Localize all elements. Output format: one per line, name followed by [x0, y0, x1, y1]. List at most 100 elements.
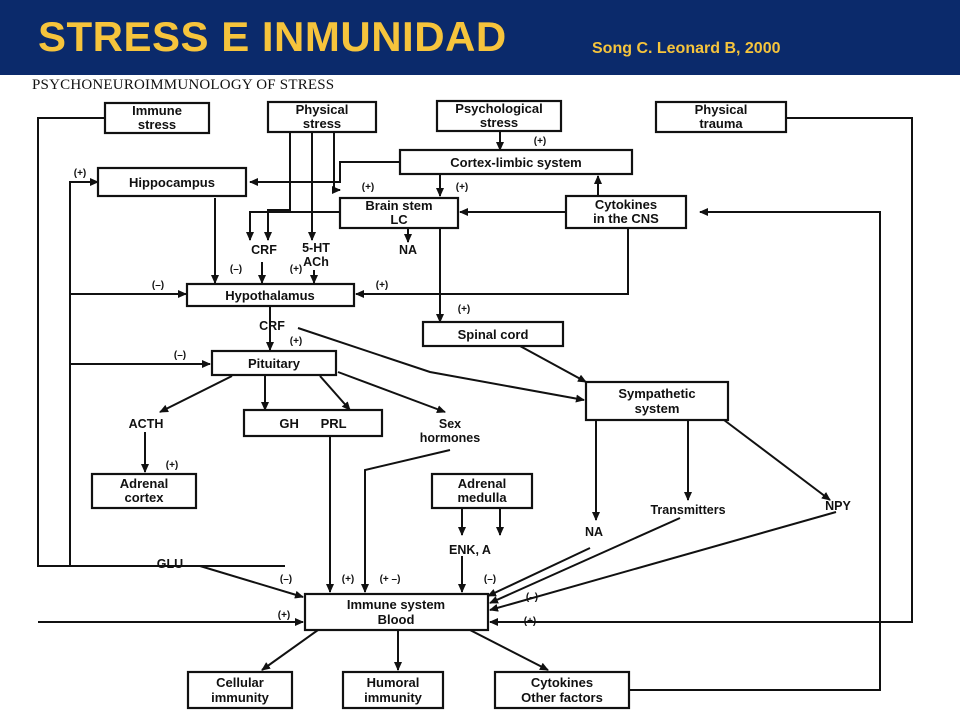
node-immune-blood-line1: Immune system	[347, 597, 445, 612]
node-cytokines-cns-line2: in the CNS	[593, 211, 659, 226]
sign-plus-brainstem-left: (+)	[362, 182, 375, 193]
node-adrenal-cortex-line2: cortex	[124, 490, 164, 505]
node-brain-stem: Brain stem LC	[338, 196, 460, 230]
edge-pituitary-to-prl	[319, 375, 351, 411]
label-acth: ACTH	[129, 417, 164, 431]
node-pituitary: Pituitary	[210, 349, 338, 377]
node-sympathetic: Sympathetic system	[584, 380, 730, 422]
edge-cytokines-to-hypothalamus	[355, 228, 629, 298]
node-brain-stem-line2: LC	[390, 212, 408, 227]
edge-cortex-to-hippocampus	[249, 161, 400, 186]
node-cytokines-other-line2: Other factors	[521, 690, 603, 705]
label-5ht: 5-HT	[302, 241, 330, 255]
node-adrenal-medulla-line2: medulla	[457, 490, 507, 505]
edges	[37, 117, 913, 691]
node-brain-stem-line1: Brain stem	[365, 198, 432, 213]
sign-minus-enk: (–)	[484, 574, 496, 585]
citation: Song C. Leonard B, 2000	[592, 40, 781, 57]
sign-plus-spinal: (+)	[458, 304, 471, 315]
label-hormones: hormones	[420, 431, 480, 445]
sign-plus-hypothalamus: (+)	[290, 264, 303, 275]
edge-pituitary-to-acth	[159, 375, 233, 413]
node-cytokines-cns-line1: Cytokines	[595, 197, 657, 212]
edge-brainstem-left	[246, 211, 340, 241]
node-cortex-limbic-label: Cortex-limbic system	[450, 155, 582, 170]
node-immune-stress: Immune stress	[103, 101, 211, 135]
node-adrenal-medulla: Adrenal medulla	[430, 472, 534, 510]
edge-trauma-to-immune	[489, 117, 913, 626]
label-crf-mid: CRF	[259, 319, 285, 333]
edge-npy-to-immune	[489, 511, 837, 612]
sign-minus-feedback-pituitary: (–)	[174, 350, 186, 361]
node-psychological-stress: Psychological stress	[435, 99, 563, 133]
node-hippocampus-label: Hippocampus	[129, 175, 215, 190]
node-gh-prl: GH PRL	[242, 408, 384, 438]
node-cytokines-cns: Cytokines in the CNS	[564, 194, 688, 230]
edge-physical-to-crf	[264, 132, 291, 241]
label-na-top: NA	[399, 243, 417, 257]
sign-plus-psych: (+)	[534, 136, 547, 147]
node-physical-stress-line2: stress	[303, 116, 341, 131]
node-spinal-cord-label: Spinal cord	[458, 327, 529, 342]
sign-minus-feedback-hypothalamus: (–)	[152, 280, 164, 291]
node-immune-stress-line1: Immune	[132, 103, 182, 118]
label-transmitters: Transmitters	[650, 503, 725, 517]
edge-immune-to-cytokines	[469, 629, 549, 671]
edge-sex-to-immune	[361, 449, 451, 593]
label-na-bottom: NA	[585, 525, 603, 539]
node-immune-blood: Immune system Blood	[303, 592, 490, 632]
sign-plus-cytokines-hypothalamus: (+)	[376, 280, 389, 291]
edge-immune-stress-to-immune	[37, 117, 285, 567]
sign-minus-right: (–)	[526, 592, 538, 603]
node-adrenal-cortex: Adrenal cortex	[90, 472, 198, 510]
node-humoral: Humoral immunity	[341, 670, 445, 710]
edge-na-to-immune	[487, 547, 591, 597]
edge-cytokines-feedback	[630, 208, 881, 691]
node-immune-stress-line2: stress	[138, 117, 176, 132]
edge-physical-to-brainstem	[332, 132, 341, 194]
slide-title: STRESS E INMUNIDAD	[38, 13, 507, 60]
node-cellular-line1: Cellular	[216, 675, 264, 690]
node-sympathetic-line2: system	[635, 401, 680, 416]
node-cellular: Cellular immunity	[186, 670, 294, 710]
node-cytokines-other: Cytokines Other factors	[493, 670, 631, 710]
sign-plus-hippocampus: (+)	[74, 168, 87, 179]
node-cytokines-other-line1: Cytokines	[531, 675, 593, 690]
node-physical-trauma: Physical trauma	[654, 100, 788, 134]
label-enk-a: ENK, A	[449, 543, 491, 557]
label-crf-top: CRF	[251, 243, 277, 257]
edge-glu-feedback	[69, 178, 99, 566]
node-adrenal-cortex-line1: Adrenal	[120, 476, 168, 491]
sign-plusminus-sex: (+ –)	[380, 574, 401, 585]
node-physical-trauma-line2: trauma	[699, 116, 743, 131]
node-cortex-limbic: Cortex-limbic system	[398, 148, 634, 176]
edge-spinal-to-sympathetic	[519, 345, 587, 383]
node-spinal-cord: Spinal cord	[421, 320, 565, 348]
node-sympathetic-line1: Sympathetic	[618, 386, 695, 401]
node-hypothalamus: Hypothalamus	[185, 282, 356, 308]
node-physical-stress: Physical stress	[266, 100, 378, 134]
sign-plus-brainstem-right: (+)	[456, 182, 469, 193]
sign-plus-crf-pituitary: (+)	[290, 336, 303, 347]
sign-plus-ghprl: (+)	[342, 574, 355, 585]
node-hippocampus: Hippocampus	[96, 166, 248, 198]
node-humoral-line1: Humoral	[367, 675, 420, 690]
edge-pituitary-to-sex	[337, 371, 446, 413]
sign-plus-acth: (+)	[166, 460, 179, 471]
label-npy: NPY	[825, 499, 851, 513]
sign-plus-left-loop: (+)	[278, 610, 291, 621]
label-sex: Sex	[439, 417, 461, 431]
node-gh-prl-label: GH PRL	[279, 416, 346, 431]
diagram-caption: PSYCHONEUROIMMUNOLOGY OF STRESS	[32, 77, 335, 93]
sign-minus-glu: (–)	[280, 574, 292, 585]
node-psychological-stress-line2: stress	[480, 115, 518, 130]
node-hypothalamus-label: Hypothalamus	[225, 288, 315, 303]
node-physical-stress-line1: Physical	[296, 102, 349, 117]
node-pituitary-label: Pituitary	[248, 356, 301, 371]
node-adrenal-medulla-line1: Adrenal	[458, 476, 506, 491]
sign-plus-trauma: (+)	[524, 616, 537, 627]
label-ach: ACh	[303, 255, 329, 269]
node-immune-blood-line2: Blood	[378, 612, 415, 627]
sign-minus-hypothalamus-left: (–)	[230, 264, 242, 275]
